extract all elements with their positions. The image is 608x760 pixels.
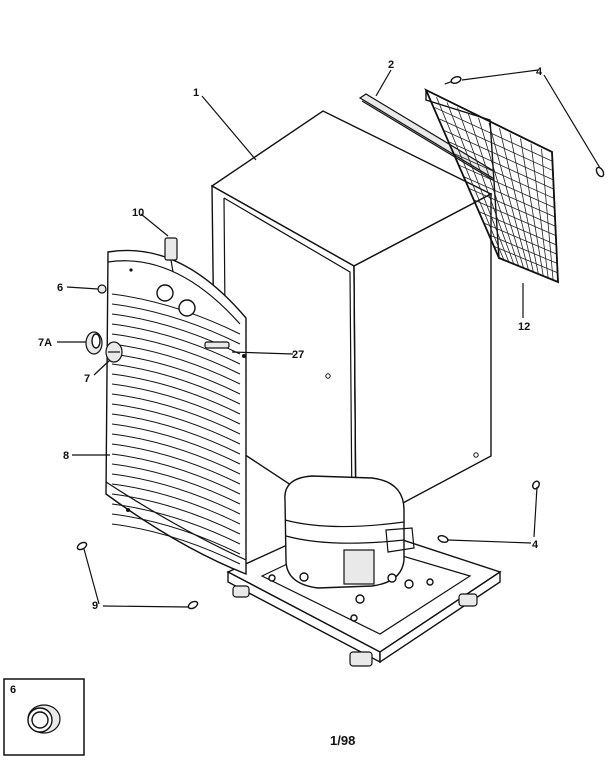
mesh-line [484,222,557,255]
leader-lines [57,69,601,608]
grille-slat [111,433,241,475]
mesh-line [454,153,555,199]
mesh-line [488,234,558,264]
grille-slat [111,373,241,415]
grille-slat [111,333,241,375]
rear-grille-part-12 [424,88,559,284]
grille-slat [111,363,241,405]
grille-slat [111,473,241,515]
grille-slat [111,323,241,365]
mesh-line [541,148,554,281]
mesh-line [469,188,556,227]
page-code: 1/98 [330,733,355,748]
grille-slat [111,413,241,455]
mesh-line [444,130,554,181]
callout-9: 9 [92,600,98,612]
grille-slat [111,303,241,345]
inset-detail-box: 6 [3,678,85,756]
callout-10: 10 [132,207,144,219]
callout-6: 6 [57,282,63,294]
mesh-line [457,107,515,265]
callout-8: 8 [63,450,69,462]
callout-7: 7 [84,373,90,385]
mesh-line [436,97,505,261]
screws [76,76,605,610]
mesh-line [434,107,553,162]
cabinet-part-1 [210,110,493,530]
callout-2: 2 [388,59,394,71]
knob-part-7a [85,331,103,355]
callout-12: 12 [518,321,530,333]
grille-slat [111,343,241,385]
mesh-line [449,141,554,190]
mesh-line [446,102,510,263]
mesh-line [459,165,555,209]
switch-part-10 [164,237,178,273]
callout-4-top: 4 [536,66,543,78]
mesh-line [474,199,557,236]
callout-4-bottom: 4 [532,539,539,551]
inset-label: 6 [10,684,16,696]
mesh-line [493,246,558,274]
grille-slat [111,383,241,425]
mesh-line [520,138,544,277]
grille-slat [111,393,241,435]
knob-part-7 [105,341,123,363]
button-part-6 [97,284,107,294]
grille-slat [111,453,241,495]
grille-slat [111,423,241,465]
grille-slat [111,493,241,535]
grille-slat [111,293,241,335]
grille-slat [111,483,241,525]
mesh-line [530,143,549,279]
compressor [284,475,415,604]
callout-1: 1 [193,87,199,99]
callout-labels: 1 2 4 10 6 7A 7 27 8 9 12 4 [38,59,543,612]
mesh-line [464,176,556,218]
grille-slat [111,503,241,545]
mesh-line [439,118,554,171]
grille-slat [111,353,241,395]
grille-slat [111,463,241,505]
mesh-line [479,211,557,246]
button-detail-icon [27,704,61,734]
grille-slat [111,443,241,485]
front-panel-part-8 [105,249,247,576]
grille-slat [111,523,241,565]
grille-slat [111,403,241,445]
callout-7a: 7A [38,337,52,349]
grille-slat [111,513,241,555]
callout-27: 27 [292,349,304,361]
